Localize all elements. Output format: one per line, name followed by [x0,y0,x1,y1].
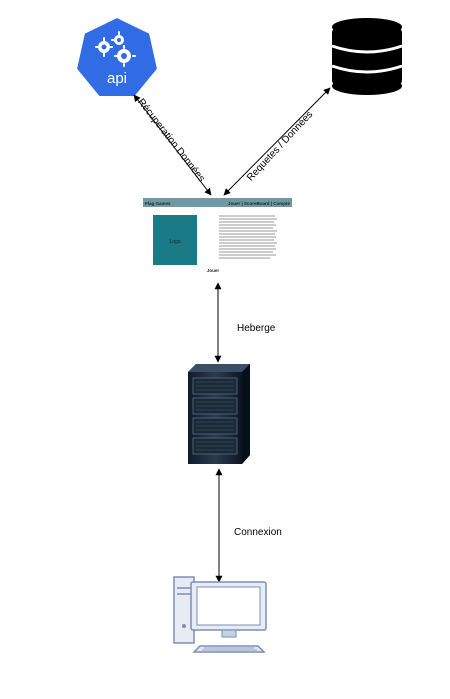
edge-label-hosting: Heberge [237,323,276,334]
webpage-mockup: Flag Games Jouer | ScoreBoard | Compte L… [143,198,292,274]
api-label: api [107,70,127,87]
webpage-paragraph [219,215,277,259]
webpage-navbar [143,198,292,207]
api-icon [74,15,160,98]
edge-db-queries [223,87,331,196]
webpage-logo-box [153,215,197,265]
webpage-nav-links: Jouer | ScoreBoard | Compte [228,201,291,206]
server-rack-icon [188,364,250,464]
webpage-play-button: Jouer [207,268,220,273]
edge-api-fetch [133,94,212,196]
edge-label-connection: Connexion [234,527,282,538]
webpage-logo-label: Logo [169,239,180,245]
desktop-computer-icon [173,576,267,653]
api-node: api [74,15,160,98]
edge-label-api-fetch: Récuperation Données [135,97,207,184]
database-icon [331,18,403,95]
webpage-brand: Flag Games [145,201,171,206]
edge-label-db-queries: Requetes / Données [245,109,315,183]
